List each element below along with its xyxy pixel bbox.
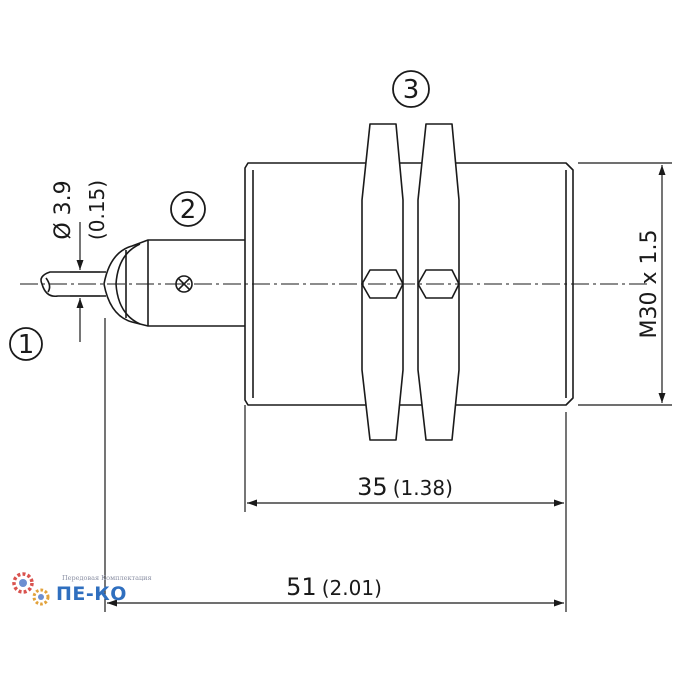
hex-nut-right bbox=[417, 123, 460, 441]
callout-3-circle bbox=[392, 70, 430, 108]
watermark-brand: ПЕ-КО bbox=[56, 583, 127, 605]
gear-icon bbox=[12, 572, 34, 594]
extension-lines bbox=[70, 162, 672, 612]
cable-diameter-inch: (0.15) bbox=[85, 180, 109, 240]
callout-3-label: 3 bbox=[403, 75, 420, 105]
cable-diameter-value: Ø 3.9 bbox=[51, 180, 76, 239]
hex-nut-left bbox=[361, 123, 404, 441]
cable-gland bbox=[103, 239, 245, 327]
total-length-label: 51 (2.01) bbox=[286, 573, 382, 601]
callout-1-label: 1 bbox=[18, 330, 35, 360]
gear-icon-small bbox=[32, 588, 50, 606]
callout-2-label: 2 bbox=[180, 195, 197, 225]
watermark-tagline: Передовая Комплектация bbox=[62, 574, 152, 582]
housing-length-label: 35 (1.38) bbox=[357, 473, 453, 501]
callout-2-circle bbox=[170, 191, 206, 227]
watermark-logo: Передовая Комплектация ПЕ-КО bbox=[12, 572, 152, 606]
thread-size-label: M30 x 1.5 bbox=[637, 230, 662, 339]
callout-1-circle bbox=[9, 327, 43, 361]
